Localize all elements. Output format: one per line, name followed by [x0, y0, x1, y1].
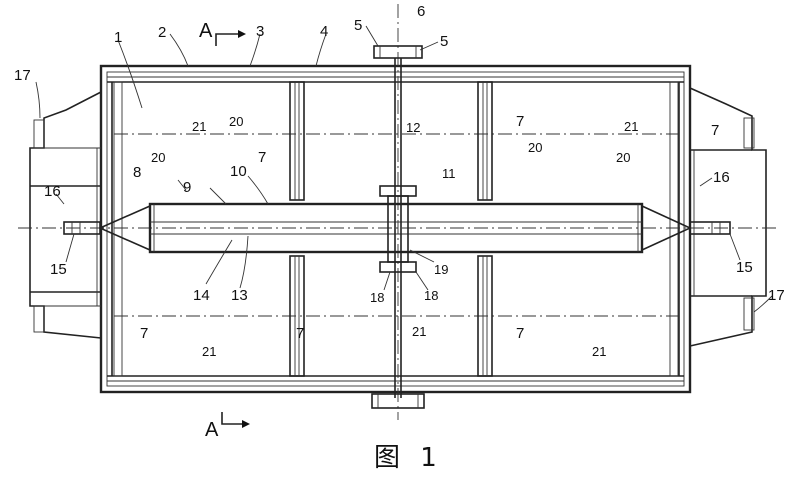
section-mark-bottom: A [205, 412, 250, 441]
label-20b: 20 [151, 150, 165, 165]
label-15b: 15 [736, 259, 753, 276]
label-7a: 7 [258, 149, 266, 166]
label-9: 9 [183, 179, 191, 196]
label-7d: 7 [140, 325, 148, 342]
section-label-top: A [199, 20, 213, 42]
label-16b: 16 [713, 169, 730, 186]
label-2: 2 [158, 24, 166, 41]
baffle-plates [113, 81, 679, 377]
label-7b: 7 [516, 113, 524, 130]
label-8: 8 [133, 164, 141, 181]
label-1: 1 [114, 29, 122, 46]
label-21a: 21 [192, 119, 206, 134]
rotor-body [63, 202, 731, 254]
label-6: 6 [417, 3, 425, 20]
label-21d: 21 [412, 324, 426, 339]
label-19: 19 [434, 262, 448, 277]
label-15a: 15 [50, 261, 67, 278]
label-13: 13 [231, 287, 248, 304]
label-10: 10 [230, 163, 247, 180]
label-17a: 17 [14, 67, 31, 84]
label-3: 3 [256, 23, 264, 40]
label-21c: 21 [202, 344, 216, 359]
label-11: 11 [442, 166, 456, 181]
center-rod [371, 45, 425, 409]
label-17b: 17 [768, 287, 785, 304]
label-16a: 16 [44, 183, 61, 200]
label-21e: 21 [592, 344, 606, 359]
label-14: 14 [193, 287, 210, 304]
leader-lines [35, 25, 773, 313]
label-7c: 7 [711, 122, 719, 139]
section-mark-top: A [199, 20, 246, 46]
label-20d: 20 [616, 150, 630, 165]
label-18a: 18 [370, 290, 384, 305]
right-end-cap [689, 87, 767, 347]
label-12: 12 [406, 120, 420, 135]
label-21b: 21 [624, 119, 638, 134]
label-5a: 5 [354, 17, 362, 34]
label-20c: 20 [528, 140, 542, 155]
figure-caption: 图 1 [374, 443, 443, 473]
section-label-bottom: A [205, 419, 219, 441]
label-7e: 7 [516, 325, 524, 342]
label-4: 4 [320, 23, 328, 40]
part-labels: 1 2 3 4 5 5 6 17 17 21 21 21 21 21 20 20… [14, 3, 785, 359]
left-end-cap [29, 91, 102, 339]
label-5b: 5 [440, 33, 448, 50]
label-7f: 7 [296, 325, 304, 342]
label-18b: 18 [424, 288, 438, 303]
center-lines [18, 4, 780, 420]
label-20a: 20 [229, 114, 243, 129]
